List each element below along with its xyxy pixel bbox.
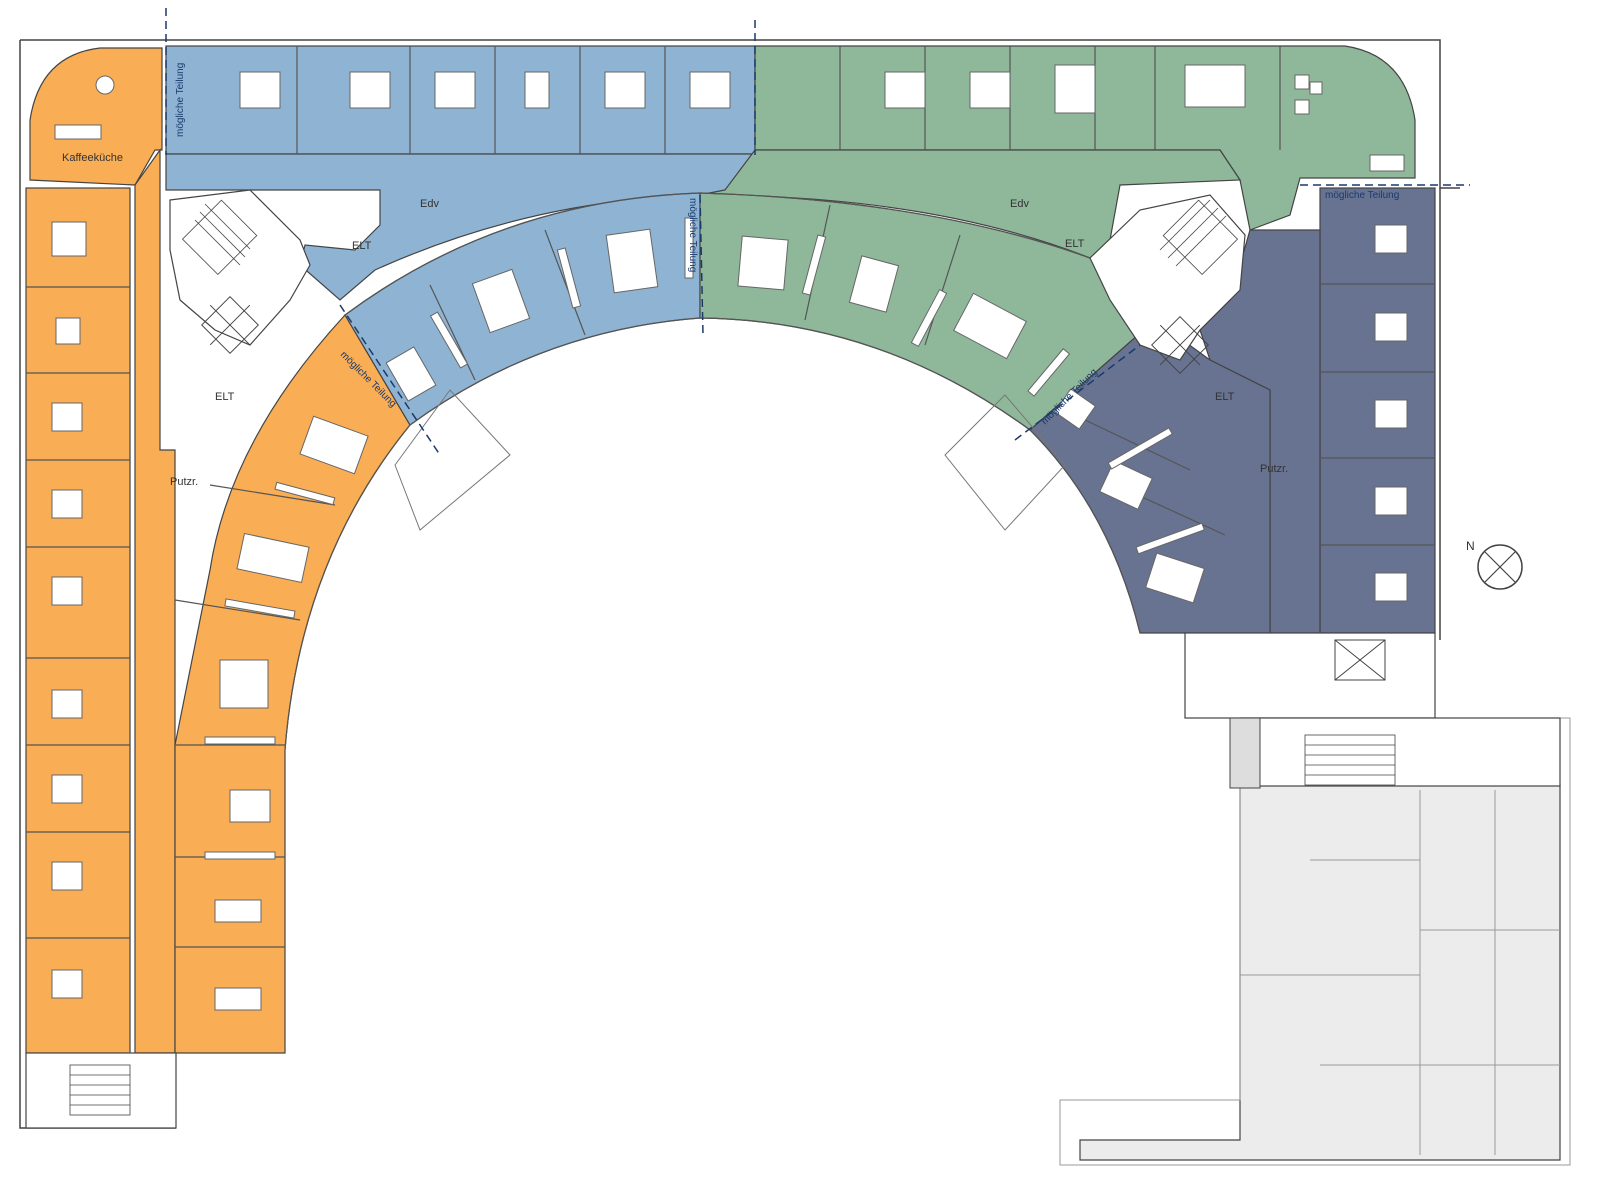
label-teilung-east: mögliche Teilung	[1325, 190, 1399, 201]
stair-south-west	[25, 1052, 177, 1129]
core-west	[169, 189, 311, 346]
label-putzr-east: Putzr.	[1260, 463, 1288, 475]
label-edv-west: Edv	[420, 198, 439, 210]
entrance-canopies	[394, 389, 1066, 531]
label-edv-east: Edv	[1010, 198, 1029, 210]
label-elt-east: ELT	[1065, 238, 1085, 250]
label-teilung-north-west: mögliche Teilung	[175, 63, 186, 137]
kitchen-area	[29, 47, 163, 186]
label-elt-east-2: ELT	[1215, 391, 1235, 403]
annex-floor	[1079, 784, 1561, 1161]
division-lines	[165, 8, 1470, 456]
label-elt-west: ELT	[215, 391, 235, 403]
annex-building	[1059, 717, 1571, 1166]
compass-label: N	[1466, 539, 1475, 553]
label-kaffeekueche: Kaffeeküche	[62, 152, 123, 164]
zone-east-wing	[1029, 187, 1436, 634]
elevator-icon	[201, 296, 1386, 681]
corridor-west	[134, 148, 176, 1054]
furniture	[51, 64, 1408, 1011]
curved-offices-west	[174, 313, 411, 1054]
label-elt-west-2: ELT	[352, 240, 372, 252]
partition-walls	[26, 46, 1435, 1053]
shelves	[204, 217, 1205, 860]
core-south-east	[1184, 632, 1436, 719]
room-labels: Kaffeeküche ELT ELT Edv Putzr. Edv ELT E…	[62, 152, 1288, 488]
staircase-icon	[69, 199, 1396, 1116]
label-putzr-west: Putzr.	[170, 476, 198, 488]
zone-west-wing	[25, 47, 411, 1054]
north-arrow-icon: N	[1466, 539, 1523, 590]
label-teilung-center: mögliche Teilung	[687, 198, 698, 272]
